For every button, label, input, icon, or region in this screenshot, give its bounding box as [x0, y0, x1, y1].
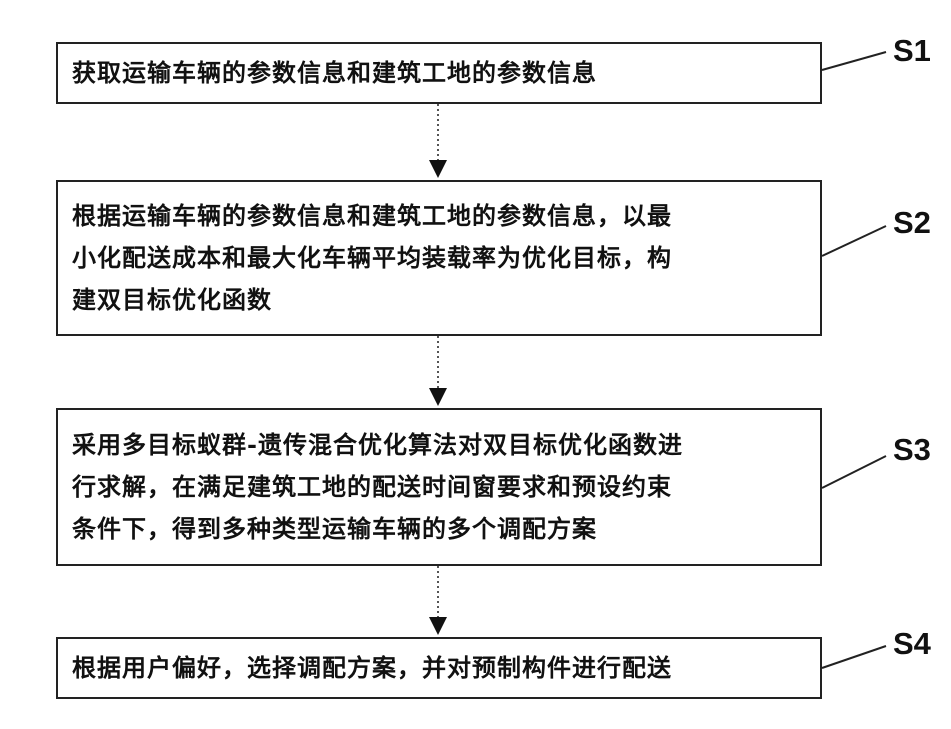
leader-s1 [822, 52, 886, 70]
step-label-s2: S2 [893, 205, 931, 241]
arrowhead-s4 [429, 617, 447, 635]
leader-s3 [822, 456, 886, 488]
step-box-s1: 获取运输车辆的参数信息和建筑工地的参数信息 [56, 42, 822, 104]
step-text-s2: 根据运输车辆的参数信息和建筑工地的参数信息，以最 小化配送成本和最大化车辆平均装… [72, 195, 672, 321]
step-label-s1: S1 [893, 33, 931, 69]
step-text-s1: 获取运输车辆的参数信息和建筑工地的参数信息 [72, 52, 597, 94]
step-label-s3: S3 [893, 432, 931, 468]
leader-s2 [822, 226, 886, 256]
step-box-s2: 根据运输车辆的参数信息和建筑工地的参数信息，以最 小化配送成本和最大化车辆平均装… [56, 180, 822, 336]
step-text-s4: 根据用户偏好，选择调配方案，并对预制构件进行配送 [72, 647, 672, 689]
step-box-s4: 根据用户偏好，选择调配方案，并对预制构件进行配送 [56, 637, 822, 699]
step-box-s3: 采用多目标蚁群-遗传混合优化算法对双目标优化函数进 行求解，在满足建筑工地的配送… [56, 408, 822, 566]
step-label-s4: S4 [893, 626, 931, 662]
arrowhead-s3 [429, 388, 447, 406]
leader-s4 [822, 646, 886, 668]
arrowhead-s2 [429, 160, 447, 178]
step-text-s3: 采用多目标蚁群-遗传混合优化算法对双目标优化函数进 行求解，在满足建筑工地的配送… [72, 424, 683, 550]
